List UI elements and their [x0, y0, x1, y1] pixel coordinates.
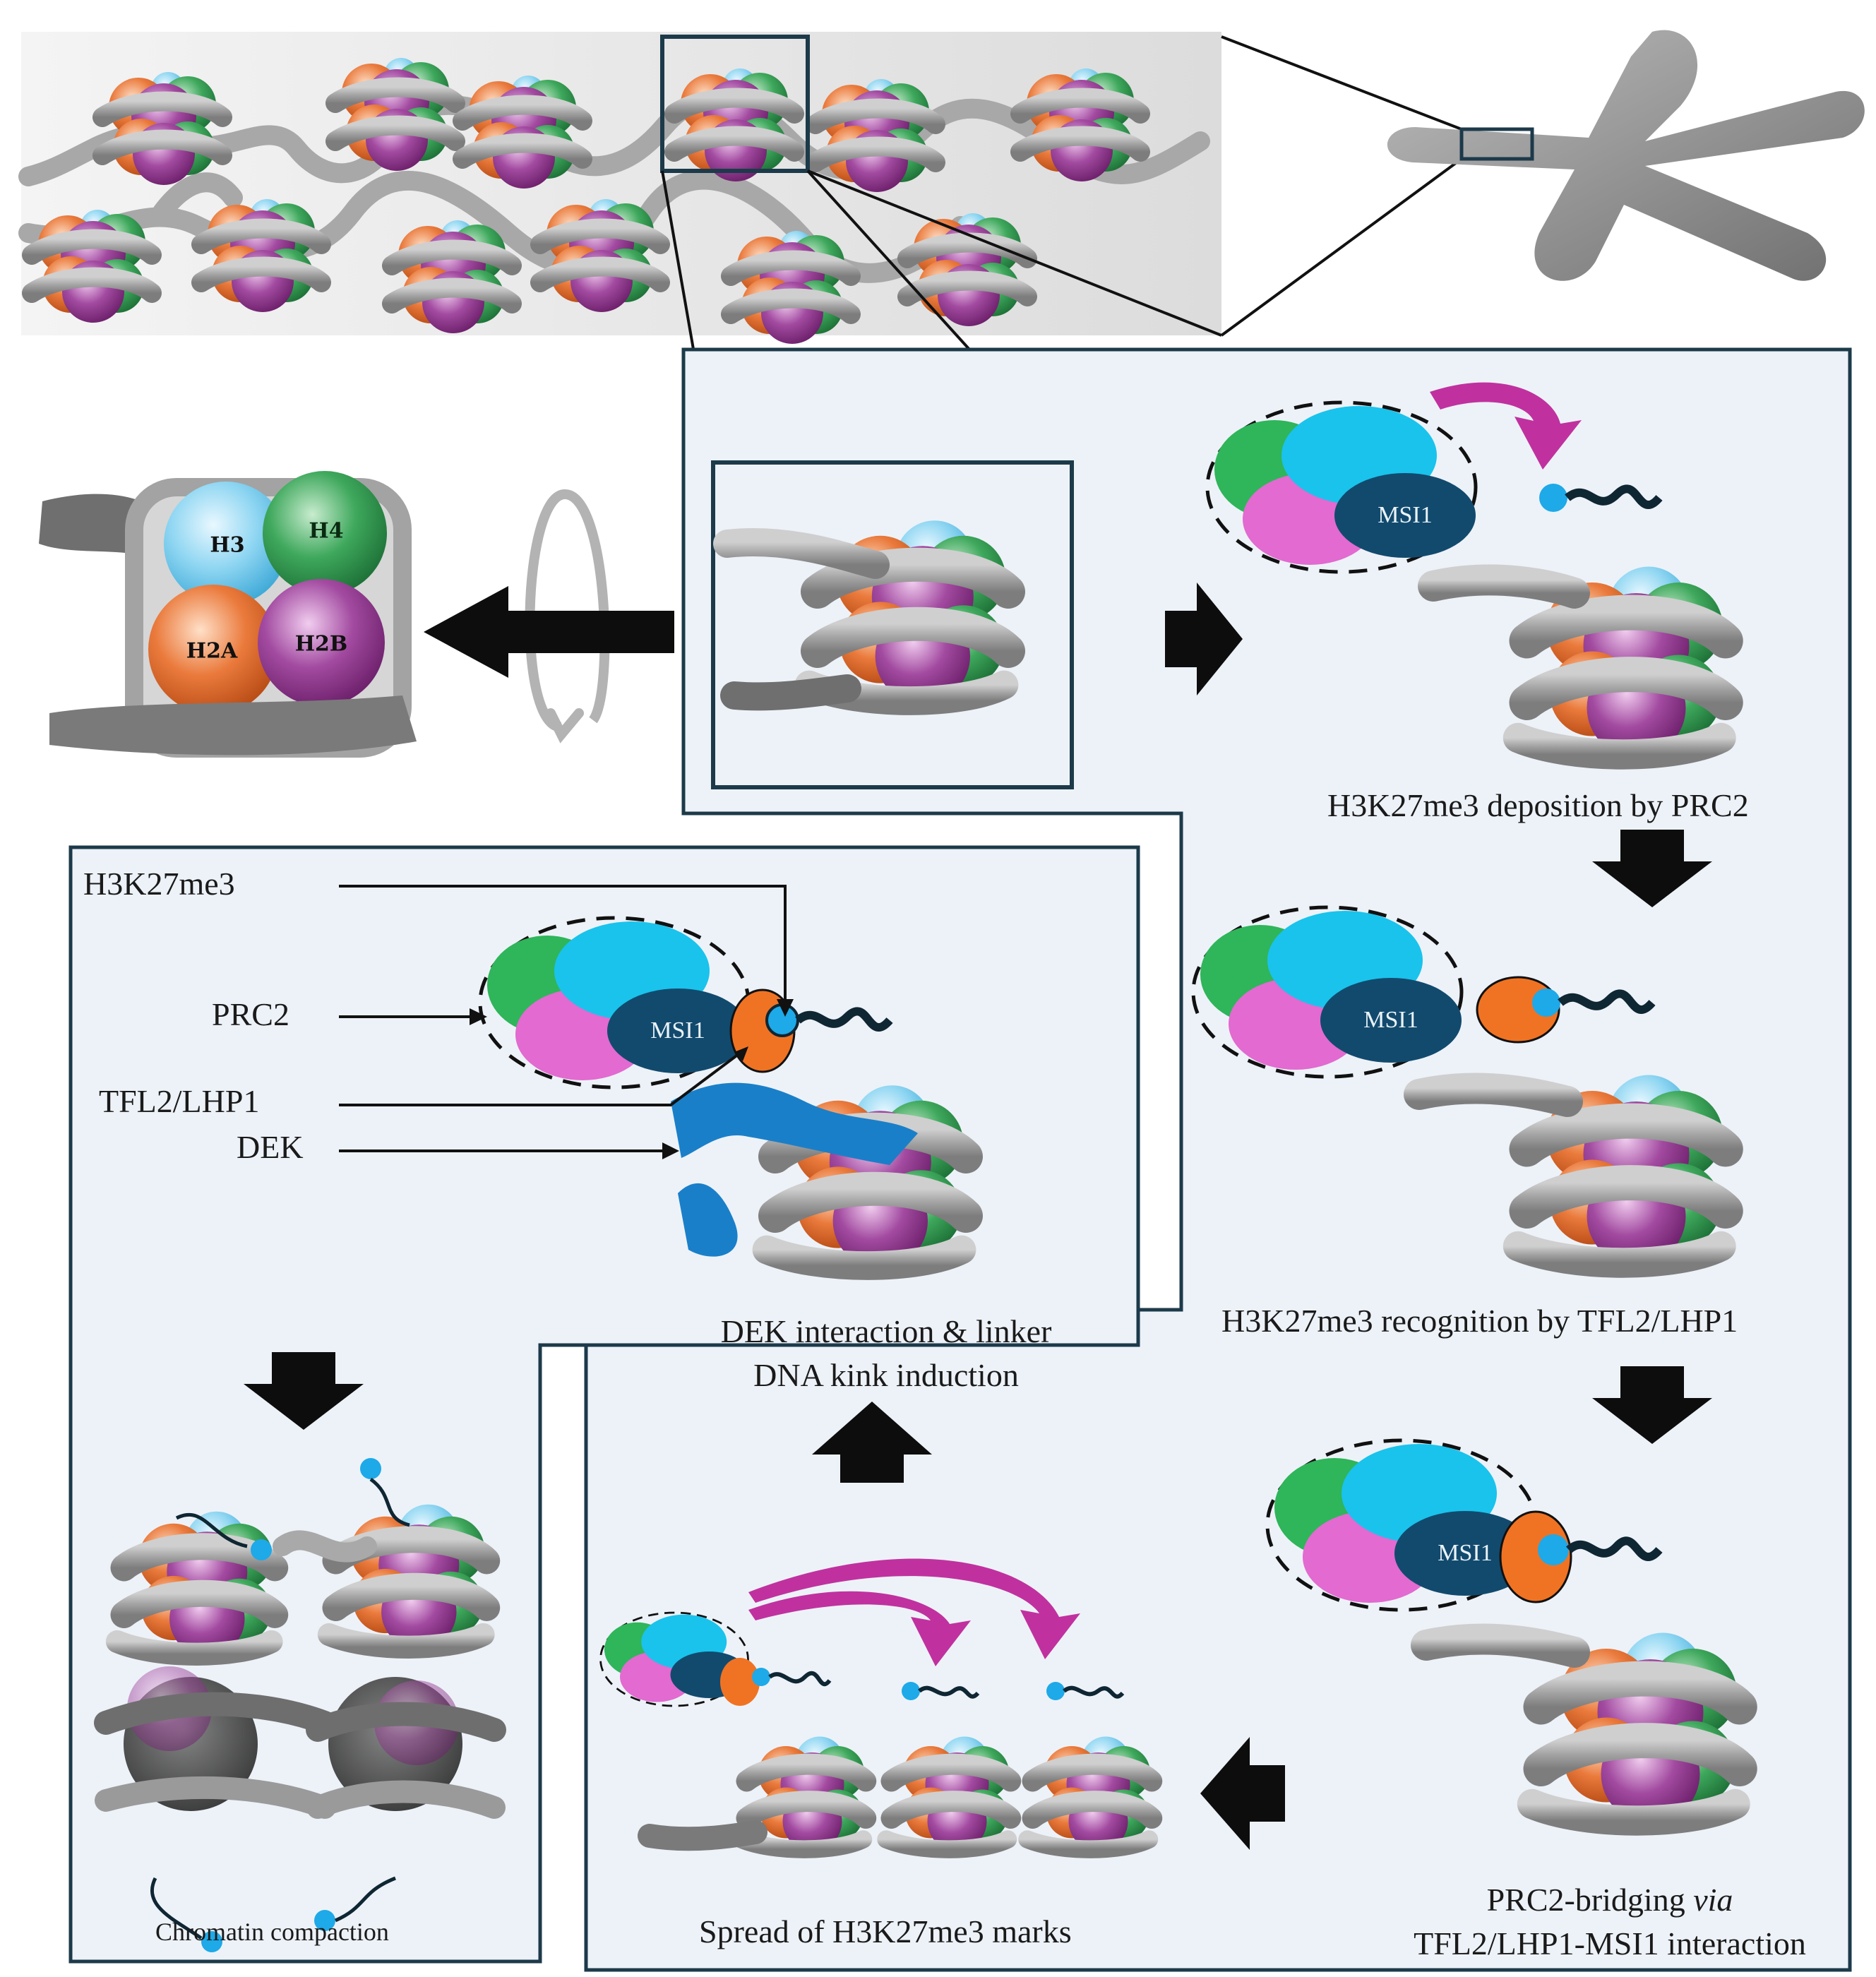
label-tfl2-lhp1: TFL2/LHP1 [99, 1083, 260, 1119]
histone-h2b [258, 579, 385, 706]
step2-recognition [1193, 907, 1726, 1266]
chromosome-icon [1387, 30, 1865, 281]
msi1-label-step5: MSI1 [650, 1017, 705, 1044]
histone-h4 [263, 471, 387, 595]
msi1-label-step2: MSI1 [1363, 1007, 1418, 1033]
caption-dek-line2: DNA kink induction [753, 1357, 1019, 1393]
label-h2a: H2A [186, 638, 238, 664]
zoom-box-nucleosome [660, 35, 810, 173]
caption-dek: DEK interaction & linker DNA kink induct… [667, 1310, 1105, 1397]
label-h2b: H2B [294, 631, 348, 657]
histone-h2a [148, 585, 278, 715]
step1-deposition [1207, 382, 1726, 758]
msi1-label-step1: MSI1 [1378, 502, 1433, 528]
zoomed-nucleosome-box [711, 460, 1074, 789]
step5-dek [480, 918, 966, 1268]
step3-bridging [1267, 1440, 1740, 1824]
arrow-left-step4 [1200, 1737, 1285, 1850]
caption-compaction: Chromatin compaction [155, 1918, 389, 1946]
arrow-up-step5 [812, 1402, 932, 1483]
caption-deposition: H3K27me3 deposition by PRC2 [1327, 787, 1749, 823]
step4-spread [599, 1558, 1152, 1851]
label-h3k27me3: H3K27me3 [83, 866, 235, 902]
step6-compaction [94, 1458, 506, 1952]
caption-bridging-via: via [1693, 1882, 1733, 1918]
caption-bridging-line2: TFL2/LHP1-MSI1 interaction [1414, 1925, 1806, 1961]
caption-dek-line1: DEK interaction & linker [720, 1313, 1052, 1349]
label-h3: H3 [210, 532, 245, 558]
label-prc2: PRC2 [212, 996, 289, 1032]
label-h4: H4 [309, 518, 344, 544]
label-pointer-heads [470, 999, 794, 1159]
label-pointer-lines [339, 885, 787, 1152]
caption-recognition: H3K27me3 recognition by TFL2/LHP1 [1221, 1303, 1738, 1339]
histone-h3 [164, 482, 288, 606]
caption-bridging: PRC2-bridging via TFL2/LHP1-MSI1 interac… [1384, 1878, 1836, 1966]
zoomed-nucleosome [713, 520, 1008, 703]
arrow-left-to-octamer [424, 586, 674, 678]
msi1-label-step3: MSI1 [1438, 1540, 1493, 1566]
caption-bridging-prefix: PRC2-bridging [1486, 1882, 1694, 1918]
label-dek: DEK [237, 1129, 304, 1165]
caption-spread: Spread of H3K27me3 marks [699, 1913, 1072, 1949]
histone-octamer-diagram [39, 471, 417, 758]
